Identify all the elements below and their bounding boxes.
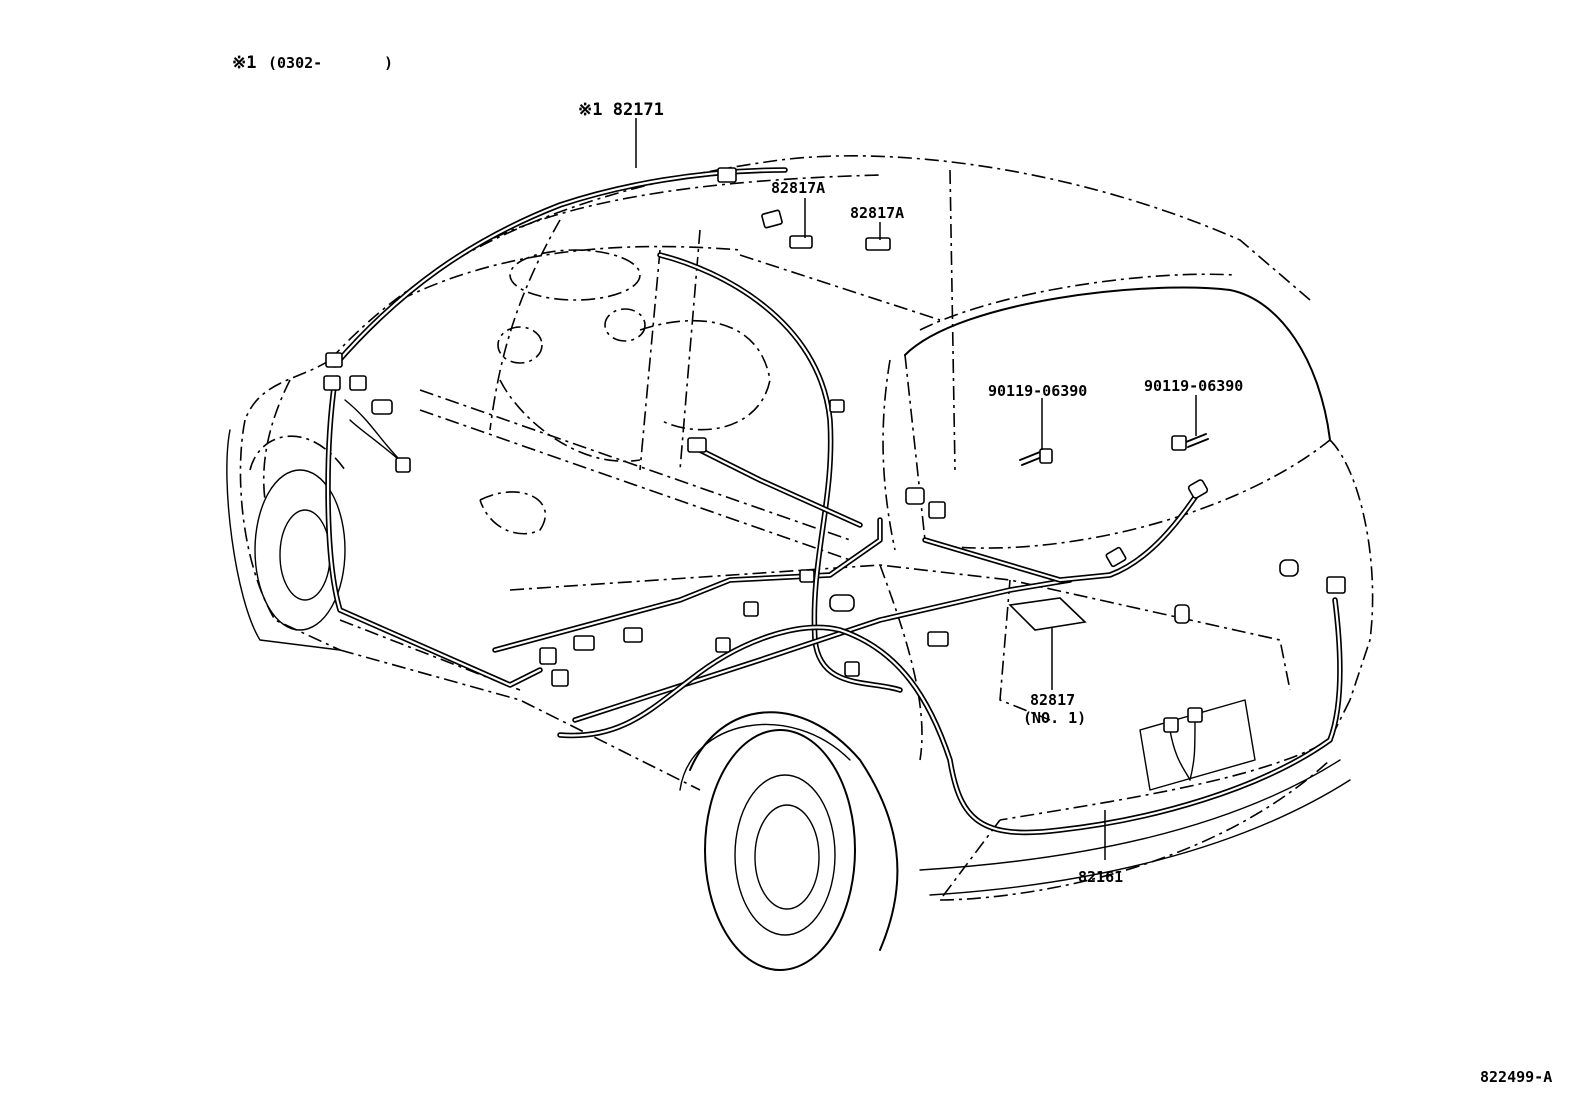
note-mark: ※1 [232,53,256,73]
callout-protector: 82817 [1030,691,1075,709]
callout-floor-harness: 82161 [1078,868,1123,886]
note-range: (0302- [268,54,322,72]
connectors [323,167,1346,733]
callout-bolt-2: 90119-06390 [1144,377,1243,395]
callout-clamp-a-1: 82817A [771,179,825,197]
header-note: ※1 (0302- ) [232,53,393,73]
callout-clamp-a-2: 82817A [850,204,904,222]
car-body-outline [226,155,1374,971]
bolt-icon [1171,433,1209,451]
callout-roof-harness: ※1 82171 [578,100,664,120]
floor-harness-82161 [325,252,1343,836]
roof-harness-82171 [332,167,788,368]
callout-bolt-1: 90119-06390 [988,382,1087,400]
leader-lines [635,118,1197,860]
callout-protector-no: (NO. 1) [1023,709,1086,727]
note-close: ) [384,54,393,72]
bolt-icon [1019,448,1053,466]
figure-id: 822499-A [1480,1068,1552,1086]
